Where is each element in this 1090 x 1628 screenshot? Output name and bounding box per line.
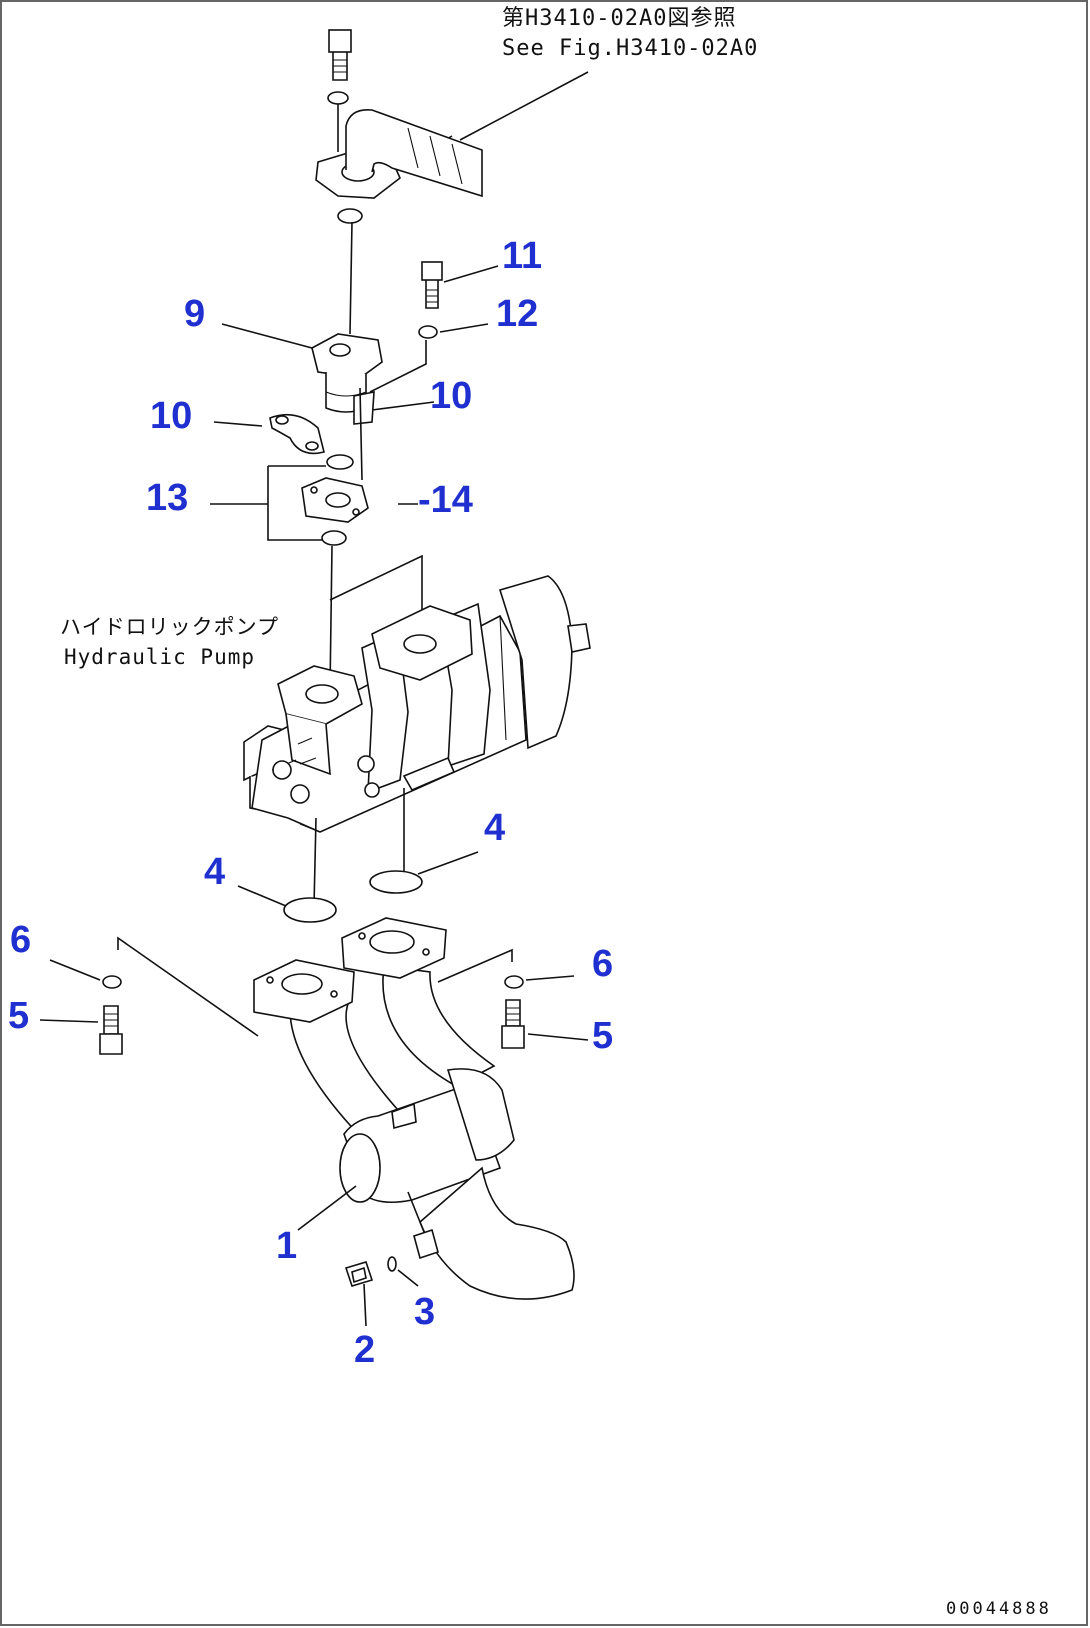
callout-12: 12 (496, 293, 538, 335)
document-number: 00044888 (946, 1599, 1052, 1619)
bolt-5-right (501, 999, 525, 1049)
leader-11 (443, 265, 499, 283)
leader-3 (397, 1269, 419, 1287)
half-clamp-10-left (269, 413, 325, 455)
top-washer (327, 91, 349, 105)
oring-4-right (369, 870, 423, 894)
reference-jp: 第H3410-02A0図参照 (502, 6, 736, 31)
washer-6-left (102, 975, 122, 989)
half-clamp-10-right (353, 391, 375, 425)
leader-5-left (39, 1019, 99, 1023)
leader-6-left (49, 959, 101, 981)
suction-pipe (253, 917, 575, 1300)
leader-12 (439, 323, 489, 333)
callout-10-right: 10 (430, 375, 472, 417)
callout-3: 3 (414, 1291, 435, 1333)
top-bolt (328, 29, 352, 81)
oring-13-lower (321, 530, 347, 546)
callout-2: 2 (354, 1329, 375, 1371)
assembly-line-oring4-left (313, 817, 317, 907)
leader-2 (363, 1283, 367, 1327)
callout-10-left: 10 (150, 395, 192, 437)
reference-en: See Fig.H3410-02A0 (502, 36, 758, 61)
leader-4-right (417, 851, 479, 875)
oring-top (337, 208, 363, 224)
callout-9: 9 (184, 293, 205, 335)
callout-5-right: 5 (592, 1015, 613, 1057)
callout-14: -14 (418, 479, 473, 521)
pump-label-en: Hydraulic Pump (64, 645, 255, 669)
boss-fitting (413, 1228, 439, 1260)
leader-5-right (527, 1033, 589, 1041)
callout-4-left: 4 (204, 851, 225, 893)
bolt-11-line (369, 340, 427, 393)
top-elbow-pipe (315, 109, 483, 199)
leader-6-right (525, 975, 575, 981)
plug-2 (344, 1261, 374, 1287)
leader-10-left (213, 421, 263, 427)
assembly-line-mid (359, 387, 363, 481)
oring-13-upper (326, 454, 354, 470)
leader-1 (297, 1185, 357, 1231)
callout-11: 11 (502, 235, 542, 277)
assembly-line-upper (349, 221, 353, 335)
oring-4-left (283, 897, 337, 923)
callout-4-right: 4 (484, 807, 505, 849)
assembly-line-to-pump (329, 545, 333, 691)
washer-6-right (504, 975, 524, 989)
callout-5-left: 5 (8, 995, 29, 1037)
flange-14 (301, 477, 369, 523)
oring-3 (387, 1256, 397, 1272)
leader-9 (221, 323, 313, 349)
boss-line (407, 1191, 425, 1233)
callout-6-right: 6 (592, 943, 613, 985)
leader-10-right (371, 401, 435, 411)
leader-4-left (237, 885, 287, 907)
bolt-5-left (99, 1005, 123, 1055)
leader-13-bracket (210, 465, 326, 541)
callout-6-left: 6 (10, 919, 31, 961)
washer-12 (418, 325, 438, 339)
bolt-11 (421, 261, 443, 309)
reference-leader (459, 71, 589, 141)
assembly-line-left-bolt (117, 936, 259, 1037)
callout-1: 1 (276, 1225, 297, 1267)
hydraulic-pump (243, 575, 591, 833)
assembly-line-right-bolt (437, 948, 513, 983)
pump-label-jp: ハイドロリックポンプ (60, 615, 279, 639)
callout-13: 13 (146, 477, 188, 519)
